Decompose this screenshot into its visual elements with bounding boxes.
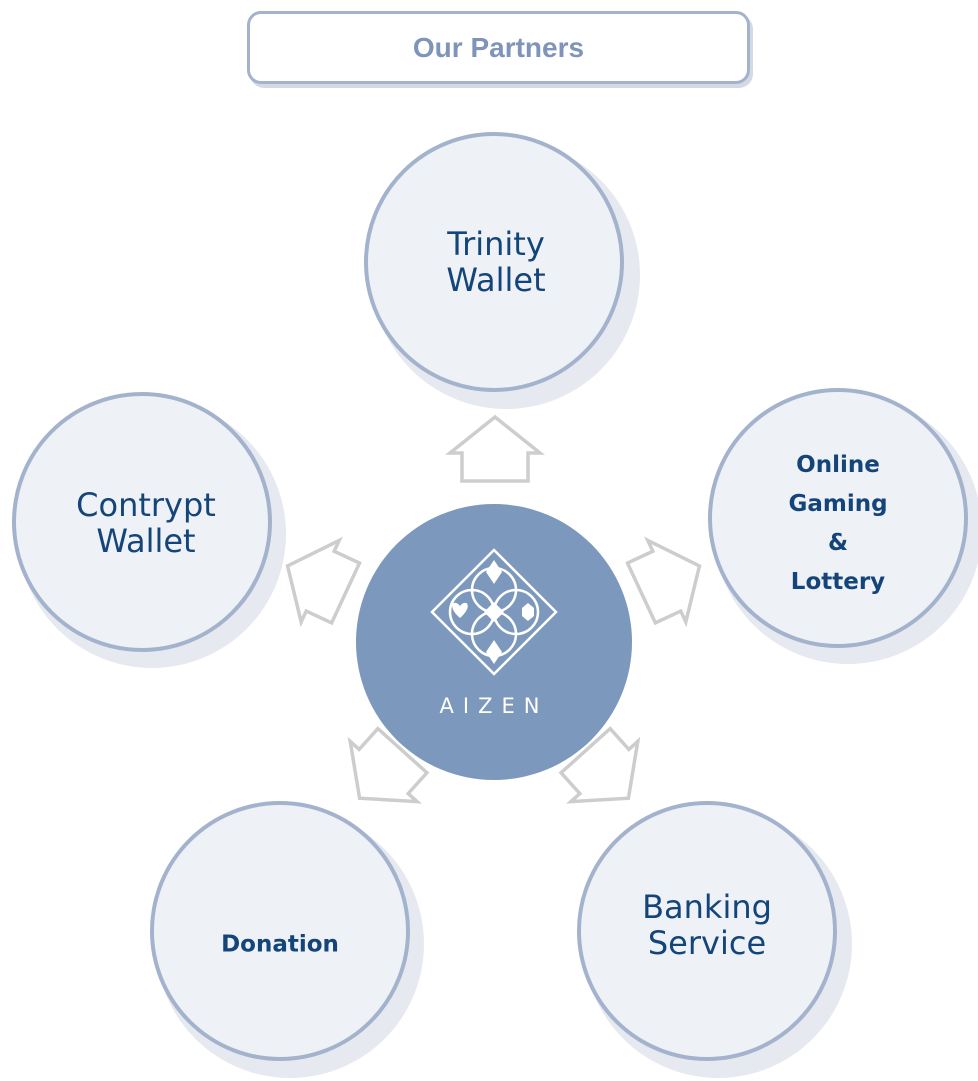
arrow-to-contrypt bbox=[285, 536, 362, 628]
partner-label-online-gaming: Online Gaming & Lottery bbox=[788, 452, 888, 595]
arrow-to-online-gaming bbox=[625, 536, 702, 628]
diagram-title: Our Partners bbox=[412, 31, 585, 63]
partner-label-banking: Banking Service bbox=[642, 888, 772, 962]
aizen-logo-icon bbox=[430, 548, 558, 676]
arrows bbox=[285, 414, 702, 804]
partner-circle-contrypt bbox=[12, 392, 272, 652]
title-box: Our Partners bbox=[247, 11, 750, 84]
arrow-to-banking bbox=[558, 726, 641, 804]
partner-circle-donation bbox=[150, 801, 410, 1061]
partner-label-trinity: Trinity Wallet bbox=[446, 225, 546, 299]
partner-circle-online-gaming bbox=[708, 388, 968, 648]
brand-name: AIZEN bbox=[439, 694, 549, 718]
arrow-to-donation bbox=[347, 726, 430, 804]
partner-label-contrypt: Contrypt Wallet bbox=[76, 486, 216, 560]
partner-circle-trinity bbox=[364, 132, 624, 392]
partner-circles bbox=[12, 132, 968, 1061]
arrow-to-trinity bbox=[445, 414, 545, 483]
partner-circle-banking bbox=[577, 801, 837, 1061]
partner-label-donation: Donation bbox=[221, 931, 339, 958]
